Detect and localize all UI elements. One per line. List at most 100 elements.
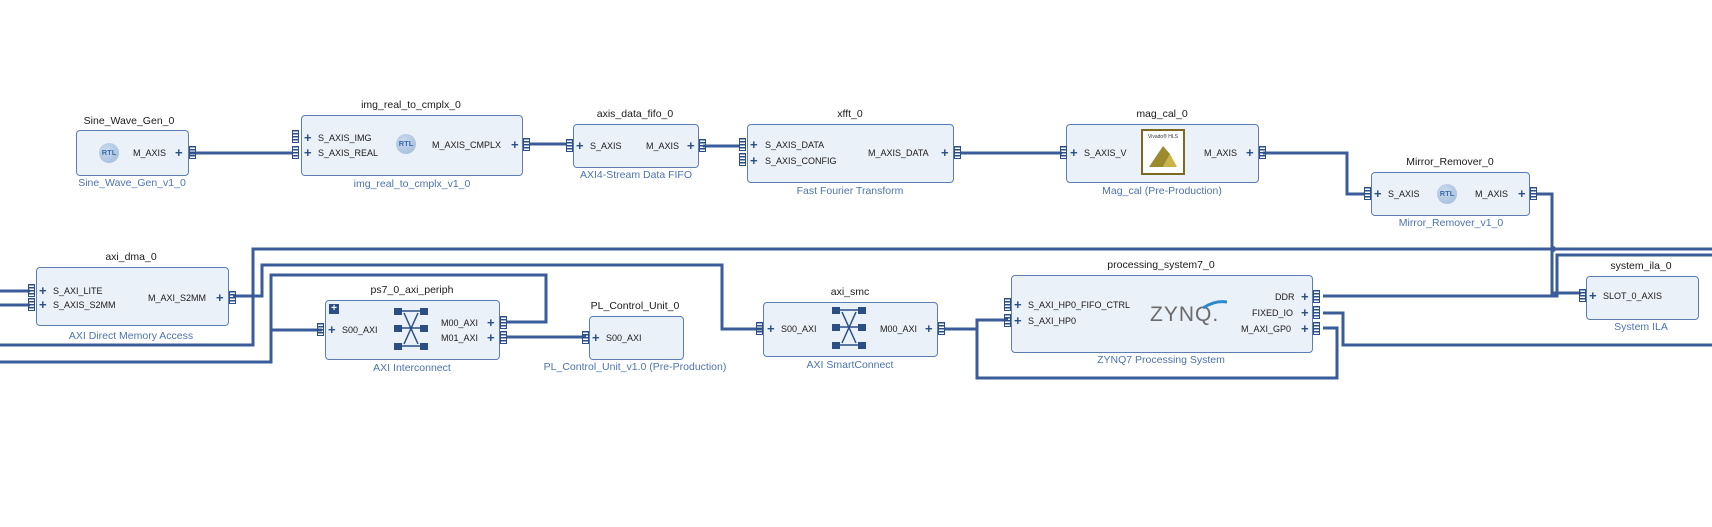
port-plus-icon[interactable]: + <box>1014 313 1022 328</box>
port-plus-icon[interactable]: + <box>1589 288 1597 303</box>
port-label: S_AXIS <box>1388 189 1420 199</box>
bus-interface-icon[interactable] <box>1364 187 1371 200</box>
crossbar-icon <box>394 308 428 350</box>
port-label: S_AXIS_IMG <box>318 133 372 143</box>
bus-interface-icon[interactable] <box>523 138 530 151</box>
bus-interface-icon[interactable] <box>1313 290 1320 303</box>
block-title: axi_dma_0 <box>105 251 157 263</box>
block-subtitle: Mirror_Remover_v1_0 <box>1398 217 1504 229</box>
bus-interface-icon[interactable] <box>1259 146 1266 159</box>
port-label: M_AXIS <box>133 148 167 158</box>
block-title: PL_Control_Unit_0 <box>590 300 680 312</box>
bus-interface-icon[interactable] <box>292 146 299 159</box>
port-plus-icon[interactable]: + <box>1301 321 1309 336</box>
port-label: S00_AXI <box>342 325 378 335</box>
wire-mirror-to-ila <box>1537 192 1581 295</box>
port-plus-icon[interactable]: + <box>175 145 183 160</box>
block-axis-data-fifo[interactable] <box>573 124 699 168</box>
bus-interface-icon[interactable] <box>954 146 961 159</box>
zynq-logo: ZYNQ. <box>1150 303 1220 326</box>
port-label: S_AXI_HP0 <box>1028 316 1077 326</box>
block-pl-control-unit[interactable] <box>589 316 684 360</box>
port-label: S00_AXI <box>781 324 817 334</box>
port-plus-icon[interactable]: + <box>1301 305 1309 320</box>
vivado-hls-logo: Vivado® HLS <box>1141 129 1185 175</box>
bus-interface-icon[interactable] <box>739 153 746 166</box>
port-plus-icon[interactable]: + <box>216 290 224 305</box>
port-plus-icon[interactable]: + <box>487 315 495 330</box>
block-xfft[interactable] <box>747 124 954 183</box>
port-plus-icon[interactable]: + <box>304 130 312 145</box>
port-label: S_AXIS_DATA <box>765 140 825 150</box>
port-plus-icon[interactable]: + <box>1070 145 1078 160</box>
port-label: M_AXIS_CMPLX <box>432 140 502 150</box>
port-plus-icon[interactable]: + <box>511 137 519 152</box>
expand-icon[interactable]: + <box>329 304 339 314</box>
rtl-icon: RTL <box>1437 184 1457 204</box>
port-label: M00_AXI <box>880 324 918 334</box>
bus-interface-icon[interactable] <box>582 331 589 344</box>
bus-interface-icon[interactable] <box>500 316 507 329</box>
bus-interface-icon[interactable] <box>1004 314 1011 327</box>
bus-interface-icon[interactable] <box>28 284 35 297</box>
port-label: M00_AXI <box>441 318 479 328</box>
bus-interface-icon[interactable] <box>28 298 35 311</box>
port-plus-icon[interactable]: + <box>1246 145 1254 160</box>
port-plus-icon[interactable]: + <box>750 137 758 152</box>
port-label: S_AXIS_S2MM <box>53 300 116 310</box>
bus-interface-icon[interactable] <box>1060 146 1067 159</box>
bus-interface-icon[interactable] <box>566 139 573 152</box>
port-plus-icon[interactable]: + <box>767 321 775 336</box>
block-system-ila[interactable] <box>1586 276 1699 320</box>
block-axi-dma[interactable] <box>36 267 229 326</box>
port-label: S00_AXI <box>606 333 642 343</box>
port-label: M_AXIS <box>646 141 680 151</box>
block-title: xfft_0 <box>837 108 863 120</box>
block-subtitle: Fast Fourier Transform <box>796 185 904 197</box>
bus-interface-icon[interactable] <box>938 322 945 335</box>
rtl-icon: RTL <box>99 143 119 163</box>
bus-interface-icon[interactable] <box>756 322 763 335</box>
port-plus-icon[interactable]: + <box>576 138 584 153</box>
wire-ps7-ddr <box>1323 253 1712 298</box>
port-plus-icon[interactable]: + <box>941 145 949 160</box>
port-plus-icon[interactable]: + <box>304 145 312 160</box>
port-label: M01_AXI <box>441 333 479 343</box>
block-subtitle: AXI Interconnect <box>373 362 451 374</box>
block-title: img_real_to_cmplx_0 <box>361 99 461 111</box>
port-plus-icon[interactable]: + <box>592 330 600 345</box>
port-plus-icon[interactable]: + <box>1301 289 1309 304</box>
port-plus-icon[interactable]: + <box>1014 297 1022 312</box>
block-subtitle: AXI Direct Memory Access <box>68 330 194 342</box>
port-plus-icon[interactable]: + <box>750 153 758 168</box>
port-plus-icon[interactable]: + <box>687 138 695 153</box>
bus-interface-icon[interactable] <box>1579 289 1586 302</box>
bus-interface-icon[interactable] <box>699 139 706 152</box>
port-plus-icon[interactable]: + <box>39 283 47 298</box>
block-sine-wave-gen[interactable] <box>76 130 189 176</box>
port-plus-icon[interactable]: + <box>487 330 495 345</box>
port-label: S_AXIS_V <box>1084 148 1127 158</box>
port-plus-icon[interactable]: + <box>925 321 933 336</box>
block-title: axi_smc <box>830 286 870 298</box>
port-label: S_AXI_HP0_FIFO_CTRL <box>1028 300 1131 310</box>
bus-interface-icon[interactable] <box>229 291 236 304</box>
bus-interface-icon[interactable] <box>1530 187 1537 200</box>
port-plus-icon[interactable]: + <box>328 322 336 337</box>
hls-logo-icon <box>1149 146 1177 167</box>
block-title: ps7_0_axi_periph <box>370 284 454 296</box>
wire-dma-to-smc <box>233 263 762 331</box>
bus-interface-icon[interactable] <box>739 138 746 151</box>
bus-interface-icon[interactable] <box>189 146 196 159</box>
port-plus-icon[interactable]: + <box>1374 186 1382 201</box>
bus-interface-icon[interactable] <box>1004 298 1011 311</box>
bus-interface-icon[interactable] <box>317 323 324 336</box>
block-title: system_ila_0 <box>1610 260 1672 272</box>
bus-interface-icon[interactable] <box>1313 322 1320 335</box>
port-plus-icon[interactable]: + <box>39 297 47 312</box>
bus-interface-icon[interactable] <box>292 130 299 143</box>
port-plus-icon[interactable]: + <box>1518 186 1526 201</box>
bus-interface-icon[interactable] <box>500 331 507 344</box>
bus-interface-icon[interactable] <box>1313 306 1320 319</box>
block-processing-system7[interactable] <box>1011 275 1313 353</box>
